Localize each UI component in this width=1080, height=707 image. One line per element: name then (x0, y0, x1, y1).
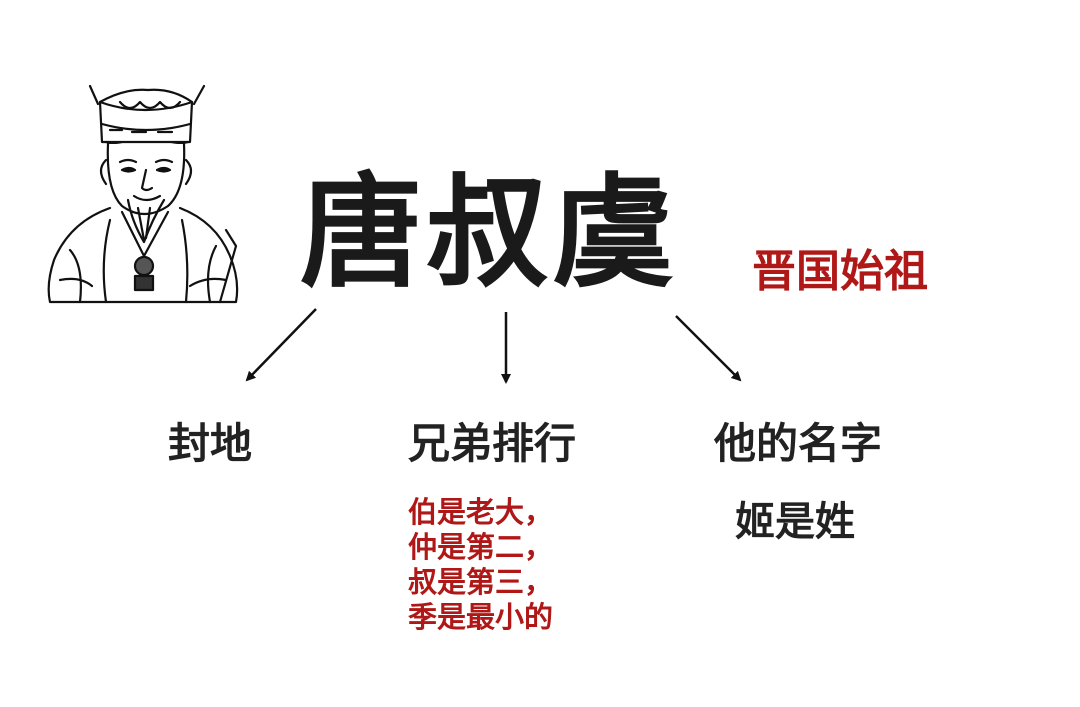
rank-note-ji: 季是最小的 (408, 600, 553, 635)
rank-note-zhong: 仲是第二， (408, 530, 553, 565)
arrow-to-fief (247, 309, 316, 380)
branch-label-fief: 封地 (168, 418, 252, 470)
rank-note-shu: 叔是第三， (408, 565, 553, 600)
branch-label-sibling-rank: 兄弟排行 (408, 418, 576, 470)
name-note: 姬是姓 (735, 497, 855, 547)
rank-note-bo: 伯是老大， (408, 495, 553, 530)
branch-label-name: 他的名字 (714, 418, 882, 470)
sibling-rank-notes: 伯是老大， 仲是第二， 叔是第三， 季是最小的 (408, 495, 553, 635)
arrow-to-name (676, 316, 740, 380)
